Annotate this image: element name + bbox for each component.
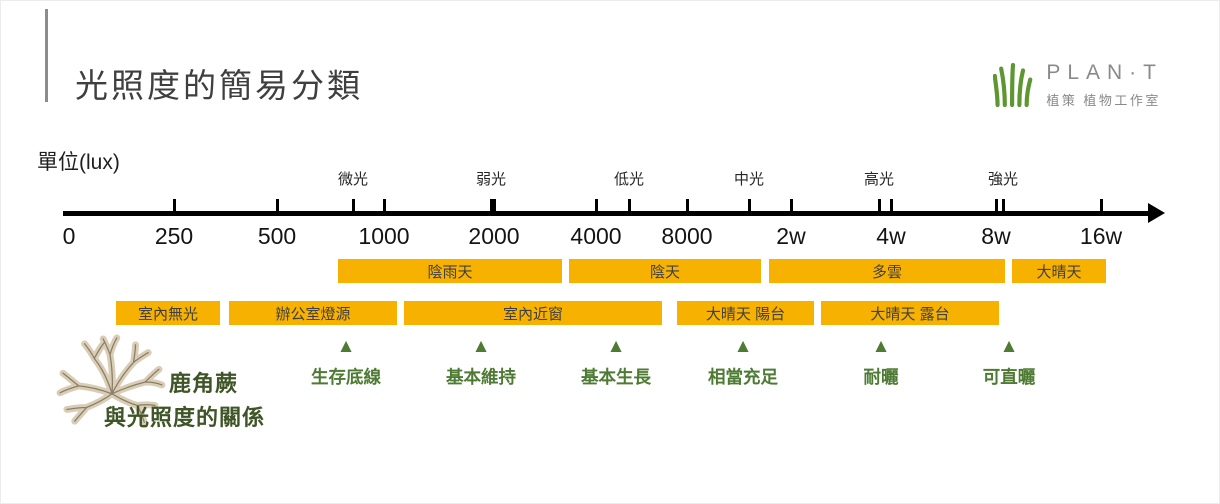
environment-range-bar: 大晴天 陽台 bbox=[677, 301, 814, 325]
light-level-label: 中光 bbox=[733, 171, 765, 188]
axis-value-label: 8w bbox=[981, 223, 1011, 249]
weather-range-bar: 陰雨天 bbox=[338, 259, 562, 283]
axis-tick bbox=[995, 199, 998, 211]
axis-tick bbox=[276, 199, 279, 211]
axis-value-label: 4w bbox=[876, 223, 906, 249]
axis-tick bbox=[1100, 199, 1103, 211]
light-level-label: 強光 bbox=[987, 171, 1019, 188]
environment-range-bar: 室內無光 bbox=[116, 301, 220, 325]
environment-range-bar: 室內近窗 bbox=[404, 301, 662, 325]
light-level-label: 微光 bbox=[337, 171, 369, 188]
axis-tick bbox=[686, 199, 689, 211]
axis-value-label: 250 bbox=[154, 223, 194, 249]
axis-value-label: 500 bbox=[257, 223, 297, 249]
axis-tick bbox=[383, 199, 386, 211]
fern-subtitle: 與光照度的關係 bbox=[104, 405, 266, 430]
page-title: 光照度的簡易分類 bbox=[75, 67, 363, 104]
brand-logo: PLAN·T 植策 植物工作室 bbox=[993, 61, 1163, 109]
axis-value-label: 8000 bbox=[661, 223, 713, 249]
brand-text-block: PLAN·T 植策 植物工作室 bbox=[1046, 61, 1163, 109]
fern-title: 鹿角蕨 bbox=[169, 371, 239, 396]
axis-value-label: 4000 bbox=[570, 223, 622, 249]
axis-tick bbox=[352, 199, 355, 211]
weather-range-bar: 多雲 bbox=[769, 259, 1005, 283]
axis-tick bbox=[595, 199, 598, 211]
threshold-label: 基本生長 bbox=[581, 367, 651, 387]
axis-tick bbox=[748, 199, 751, 211]
axis-tick bbox=[490, 199, 493, 211]
threshold-label: 基本維持 bbox=[446, 367, 516, 387]
threshold-label: 相當充足 bbox=[708, 367, 778, 387]
axis-unit-label: 單位(lux) bbox=[37, 151, 120, 174]
axis-arrowhead-icon bbox=[1148, 203, 1165, 223]
axis-tick bbox=[790, 199, 793, 211]
axis-tick bbox=[173, 199, 176, 211]
brand-subtitle: 植策 植物工作室 bbox=[1046, 93, 1161, 108]
axis-value-label: 2000 bbox=[468, 223, 520, 249]
up-triangle-icon: ▲ bbox=[871, 336, 891, 357]
light-level-label: 低光 bbox=[613, 171, 645, 188]
axis-line bbox=[63, 211, 1151, 216]
brand-name: PLAN·T bbox=[1046, 61, 1163, 84]
axis-tick bbox=[878, 199, 881, 211]
axis-value-label: 1000 bbox=[358, 223, 410, 249]
weather-range-bar: 陰天 bbox=[569, 259, 761, 283]
axis-tick bbox=[890, 199, 893, 211]
axis-value-label: 2w bbox=[776, 223, 806, 249]
up-triangle-icon: ▲ bbox=[336, 336, 356, 357]
threshold-label: 耐曬 bbox=[863, 367, 899, 387]
plant-leaves-icon bbox=[993, 62, 1033, 108]
axis-value-label: 0 bbox=[62, 223, 76, 249]
threshold-label: 生存底線 bbox=[311, 367, 381, 387]
title-accent-rule bbox=[45, 9, 48, 102]
up-triangle-icon: ▲ bbox=[471, 336, 491, 357]
axis-tick bbox=[628, 199, 631, 211]
up-triangle-icon: ▲ bbox=[733, 336, 753, 357]
axis-tick bbox=[493, 199, 496, 211]
up-triangle-icon: ▲ bbox=[606, 336, 626, 357]
environment-range-bar: 辦公室燈源 bbox=[229, 301, 397, 325]
weather-range-bar: 大晴天 bbox=[1012, 259, 1106, 283]
light-level-label: 高光 bbox=[863, 171, 895, 188]
up-triangle-icon: ▲ bbox=[999, 336, 1019, 357]
axis-tick bbox=[1002, 199, 1005, 211]
threshold-label: 可直曬 bbox=[982, 367, 1036, 387]
light-level-label: 弱光 bbox=[475, 171, 507, 188]
axis-value-label: 16w bbox=[1079, 223, 1123, 249]
environment-range-bar: 大晴天 露台 bbox=[821, 301, 999, 325]
